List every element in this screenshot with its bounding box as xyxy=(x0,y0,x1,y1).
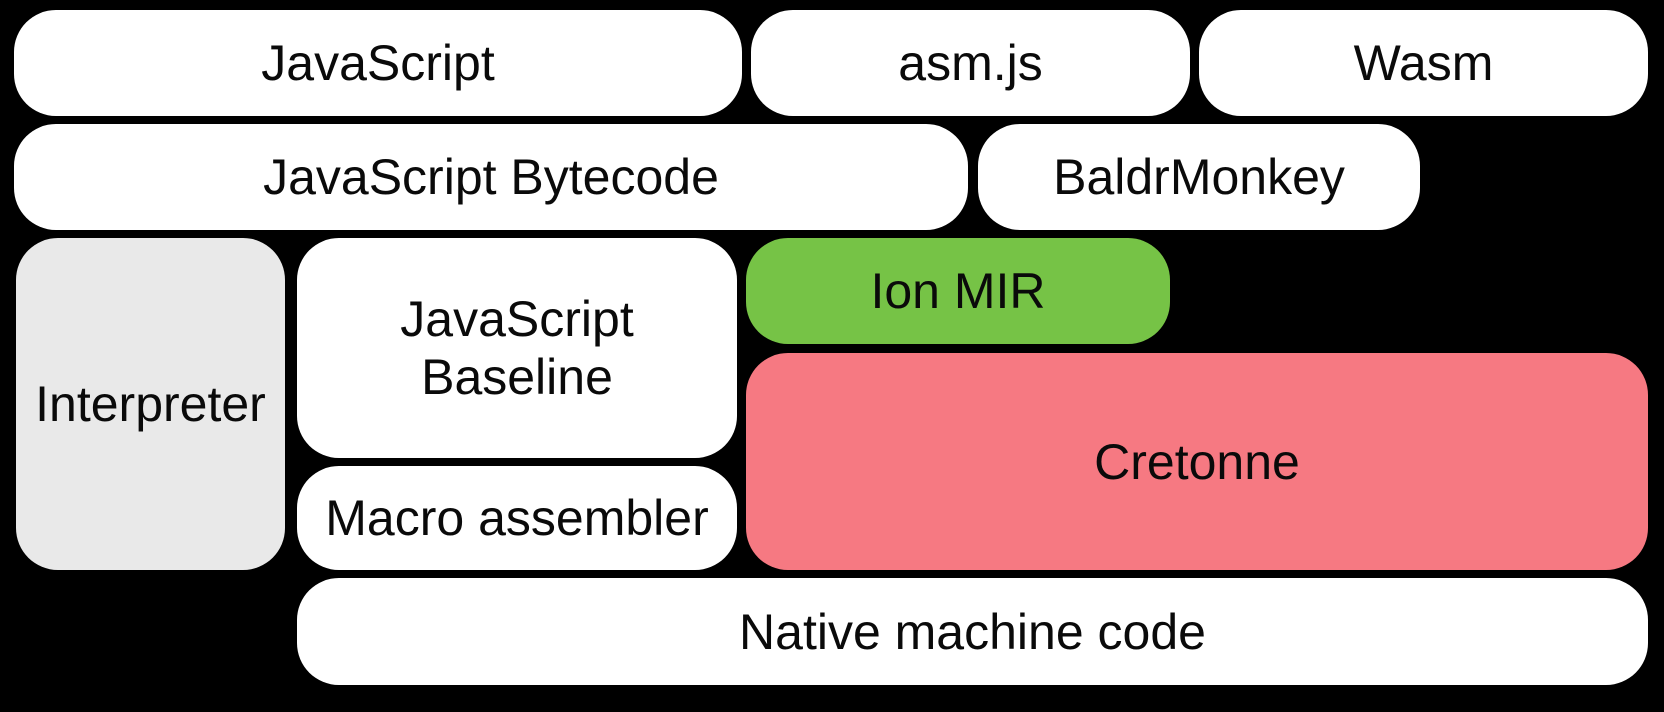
javascript-box: JavaScript xyxy=(14,10,742,116)
asm-js-box: asm.js xyxy=(751,10,1190,116)
baldrmonkey-label: BaldrMonkey xyxy=(1053,149,1345,205)
cretonne-label: Cretonne xyxy=(1094,433,1300,490)
native-machine-code-label: Native machine code xyxy=(739,603,1206,660)
javascript-bytecode-label: JavaScript Bytecode xyxy=(263,149,719,205)
macro-assembler-box: Macro assembler xyxy=(297,466,737,570)
javascript-bytecode-box: JavaScript Bytecode xyxy=(14,124,968,230)
baldrmonkey-box: BaldrMonkey xyxy=(978,124,1420,230)
javascript-label: JavaScript xyxy=(261,35,495,91)
ion-mir-label: Ion MIR xyxy=(870,263,1046,319)
wasm-box: Wasm xyxy=(1199,10,1648,116)
wasm-label: Wasm xyxy=(1353,35,1494,91)
asm-js-label: asm.js xyxy=(898,35,1043,91)
macro-assembler-label: Macro assembler xyxy=(325,490,709,546)
native-machine-code-box: Native machine code xyxy=(297,578,1648,685)
ion-mir-box: Ion MIR xyxy=(746,238,1170,344)
javascript-baseline-label: JavaScript Baseline xyxy=(400,291,634,405)
interpreter-box: Interpreter xyxy=(16,238,285,570)
interpreter-label: Interpreter xyxy=(35,376,266,432)
javascript-baseline-box: JavaScript Baseline xyxy=(297,238,737,458)
cretonne-box: Cretonne xyxy=(746,353,1648,570)
